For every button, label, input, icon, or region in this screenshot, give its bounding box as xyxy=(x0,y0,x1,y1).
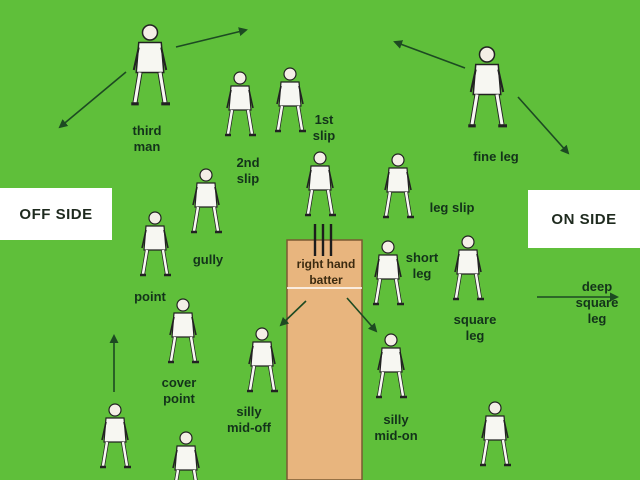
movement-arrows xyxy=(58,27,619,392)
fielder-label-third-man: third man xyxy=(132,123,162,154)
stumps xyxy=(313,224,333,256)
off-side-box: OFF SIDE xyxy=(0,188,112,240)
fielder-label-short-leg: short leg xyxy=(405,250,439,281)
fielder-label-deep-square-leg: deep square leg xyxy=(575,279,619,326)
fielder-label-cover-point: cover point xyxy=(161,375,197,406)
fielder-label-gully: gully xyxy=(192,252,224,267)
off-side-label: OFF SIDE xyxy=(19,205,93,223)
fielder-label-square-leg: square leg xyxy=(453,312,497,343)
fielder-label-leg-slip: leg slip xyxy=(429,200,475,215)
on-side-box: ON SIDE xyxy=(528,190,640,248)
fielder-label-silly-mid-off: silly mid-off xyxy=(226,404,272,435)
batter-label: right hand batter xyxy=(296,257,356,287)
fielder-label-silly-mid-on: silly mid-on xyxy=(374,412,418,443)
pitch xyxy=(286,239,363,480)
fielder-label-fine-leg: fine leg xyxy=(473,149,519,164)
fielder-label-point: point xyxy=(134,289,166,304)
on-side-label: ON SIDE xyxy=(551,210,617,228)
fielder-label-second-slip: 2nd slip xyxy=(236,155,260,186)
fielder-label-first-slip: 1st slip xyxy=(312,112,336,143)
